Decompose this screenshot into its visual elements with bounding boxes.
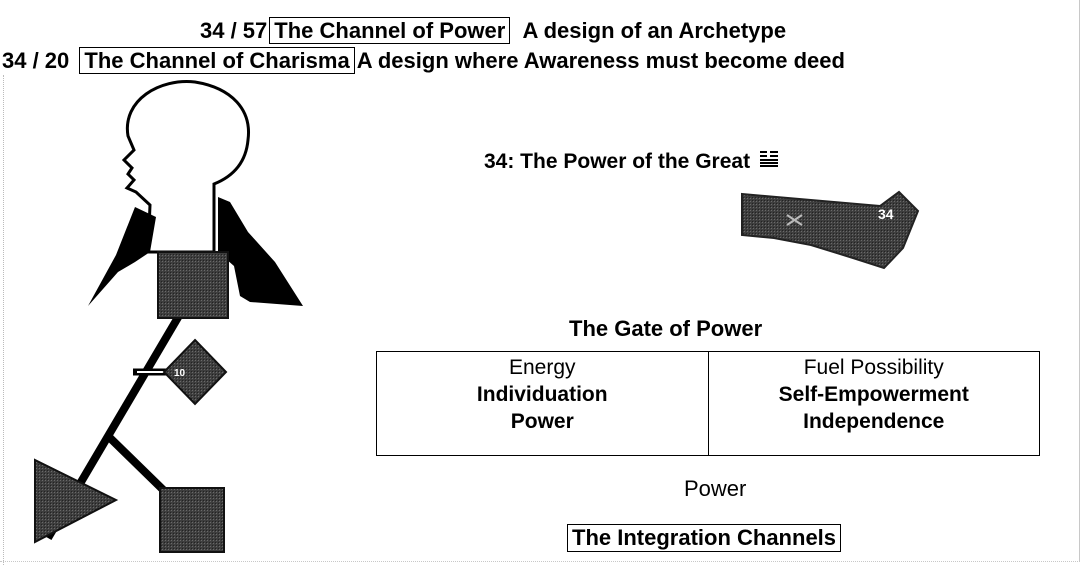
gate-title: 34: The Power of the Great xyxy=(484,150,778,174)
gate-name: The Gate of Power xyxy=(569,316,763,341)
hexagram-34-icon xyxy=(759,150,778,174)
keynote-cell-right: Fuel Possibility Self-Empowerment Indepe… xyxy=(707,351,1040,456)
keynote-table: Energy Individuation Power Fuel Possibil… xyxy=(376,351,1040,456)
badge-number: 34 xyxy=(878,206,894,222)
gate-34-badge xyxy=(741,190,920,270)
channel-number: 34 / 20 xyxy=(2,48,70,73)
keynote: Fuel Possibility xyxy=(803,356,944,379)
channel-description: A design where Awareness must become dee… xyxy=(356,48,845,73)
right-black-shape xyxy=(218,197,303,306)
left-black-shape xyxy=(88,207,156,306)
hexagram-mark-icon xyxy=(786,214,803,226)
keynote: Self-Empowerment xyxy=(778,383,969,406)
divider xyxy=(3,75,4,565)
throat-center xyxy=(157,251,229,319)
keynote: Power xyxy=(510,410,574,433)
channel-description: A design of an Archetype xyxy=(522,18,787,43)
channel-number: 34 / 57 xyxy=(200,18,268,43)
channel-name-link[interactable]: The Channel of Charisma xyxy=(79,47,355,74)
channel-name-link[interactable]: The Channel of Power xyxy=(269,17,511,44)
circuit-theme: Power xyxy=(684,476,747,501)
sacral-center xyxy=(159,487,225,553)
keynote: Individuation xyxy=(476,383,608,406)
gate-number-label: 10 xyxy=(174,368,186,379)
spleen-center xyxy=(34,458,119,544)
keynote-cell-left: Energy Individuation Power xyxy=(376,351,709,456)
circuit-group-link[interactable]: The Integration Channels xyxy=(567,524,842,552)
keynote: Energy xyxy=(508,356,576,379)
keynote: Independence xyxy=(803,410,945,433)
head-outline xyxy=(121,80,250,254)
g-center xyxy=(162,338,228,406)
